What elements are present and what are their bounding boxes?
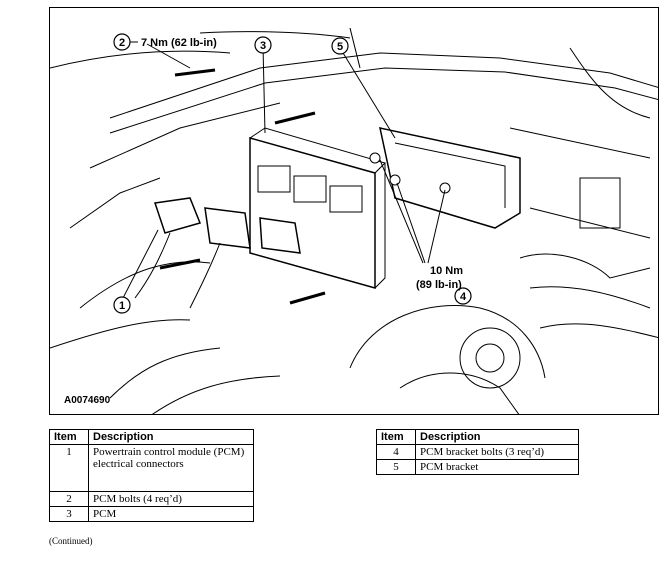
row-item: 5 <box>376 459 416 475</box>
callout-1-num: 1 <box>119 300 125 312</box>
callout-4-torque-lbin: (89 lb-in) <box>416 279 462 291</box>
cowl-panel-edge <box>109 67 658 134</box>
row-description: PCM bolts (4 req’d) <box>88 491 254 507</box>
callout-4-num: 4 <box>460 291 467 303</box>
row-item: 4 <box>376 444 416 460</box>
callout-3-circle <box>254 36 272 54</box>
table-row: 2 PCM bolts (4 req’d) <box>49 491 254 507</box>
row-description: PCM bracket bolts (3 req’d) <box>415 444 579 460</box>
pcm-module <box>249 137 376 289</box>
callout-1-circle <box>113 296 131 314</box>
leader-4b <box>396 182 426 264</box>
row-description: PCM <box>88 506 254 522</box>
row-item: 1 <box>49 444 89 492</box>
row-item: 2 <box>49 491 89 507</box>
leader-4a <box>379 159 424 264</box>
callout-3-num: 3 <box>260 40 266 52</box>
pcm-bolt-low <box>159 258 201 270</box>
legend-table-left: Item Description 1 Powertrain control mo… <box>49 429 254 522</box>
cowl-panel <box>109 52 658 119</box>
callout-5-num: 5 <box>337 41 343 53</box>
callout-2-torque: 7 Nm (62 lb-in) <box>141 37 217 49</box>
callout-5-circle <box>331 37 349 55</box>
leader-2 <box>146 43 191 69</box>
table-row: 5 PCM bracket <box>376 459 579 475</box>
callout-2-num: 2 <box>119 37 125 49</box>
table-header-row: Item Description <box>49 429 254 445</box>
continued-note: (Continued) <box>49 536 93 546</box>
pcm-bolt-top <box>174 68 216 77</box>
legend-table-right: Item Description 4 PCM bracket bolts (3 … <box>376 429 579 475</box>
pcm-diagram: 2 3 5 1 4 7 Nm (62 lb-in) 10 Nm (89 lb-i… <box>49 7 659 415</box>
electrical-connector-2 <box>204 207 251 249</box>
row-item: 3 <box>49 506 89 522</box>
pcm-bolt-bottom <box>289 291 326 305</box>
header-description: Description <box>88 429 254 445</box>
pcm-bracket <box>379 127 521 229</box>
row-description: Powertrain control module (PCM) electric… <box>88 444 254 492</box>
header-description: Description <box>415 429 579 445</box>
header-item: Item <box>376 429 416 445</box>
diagram-illustration: 2 3 5 1 4 7 Nm (62 lb-in) 10 Nm (89 lb-i… <box>50 27 658 414</box>
figure-id-label: A0074690 <box>64 395 111 406</box>
table-header-row: Item Description <box>376 429 579 445</box>
leader-1 <box>121 229 159 301</box>
callout-4-circle <box>454 287 472 305</box>
leader-4c <box>427 189 446 264</box>
table-row: 3 PCM <box>49 506 254 522</box>
pcm-bolt-mid <box>274 111 316 125</box>
electrical-connector-1 <box>154 197 202 234</box>
table-row: 4 PCM bracket bolts (3 req’d) <box>376 444 579 460</box>
row-description: PCM bracket <box>415 459 579 475</box>
leader-3 <box>262 45 266 134</box>
leader-5 <box>339 47 396 139</box>
electrical-connector-3 <box>259 217 301 254</box>
table-row: 1 Powertrain control module (PCM) electr… <box>49 444 254 492</box>
header-item: Item <box>49 429 89 445</box>
callout-4-torque-nm: 10 Nm <box>430 265 463 277</box>
